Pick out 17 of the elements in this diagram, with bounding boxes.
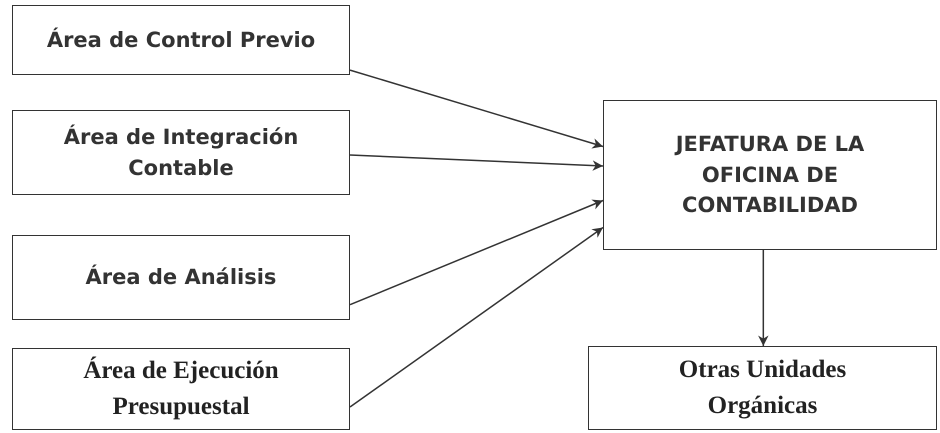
arrow: [350, 154, 604, 171]
box-label: Área de Control Previo: [46, 26, 316, 54]
process-box: [12, 110, 350, 195]
box-label: JEFATURA DE LA OFICINA DE CONTABILIDAD: [674, 131, 866, 220]
arrow: [350, 226, 604, 408]
process-box: [588, 346, 937, 430]
arrow: [350, 200, 604, 306]
box-label: Área de Análisis: [86, 264, 276, 292]
process-box: [12, 5, 350, 75]
arrow: [350, 69, 604, 148]
arrow: [758, 250, 769, 346]
box-label: Área de Ejecución Presupuestal: [82, 356, 280, 422]
process-box: [12, 348, 350, 430]
box-label: Otras Unidades Orgánicas: [678, 354, 848, 421]
box-label: Área de Integración Contable: [62, 124, 300, 182]
process-box: [12, 235, 350, 320]
process-box: [603, 100, 937, 250]
